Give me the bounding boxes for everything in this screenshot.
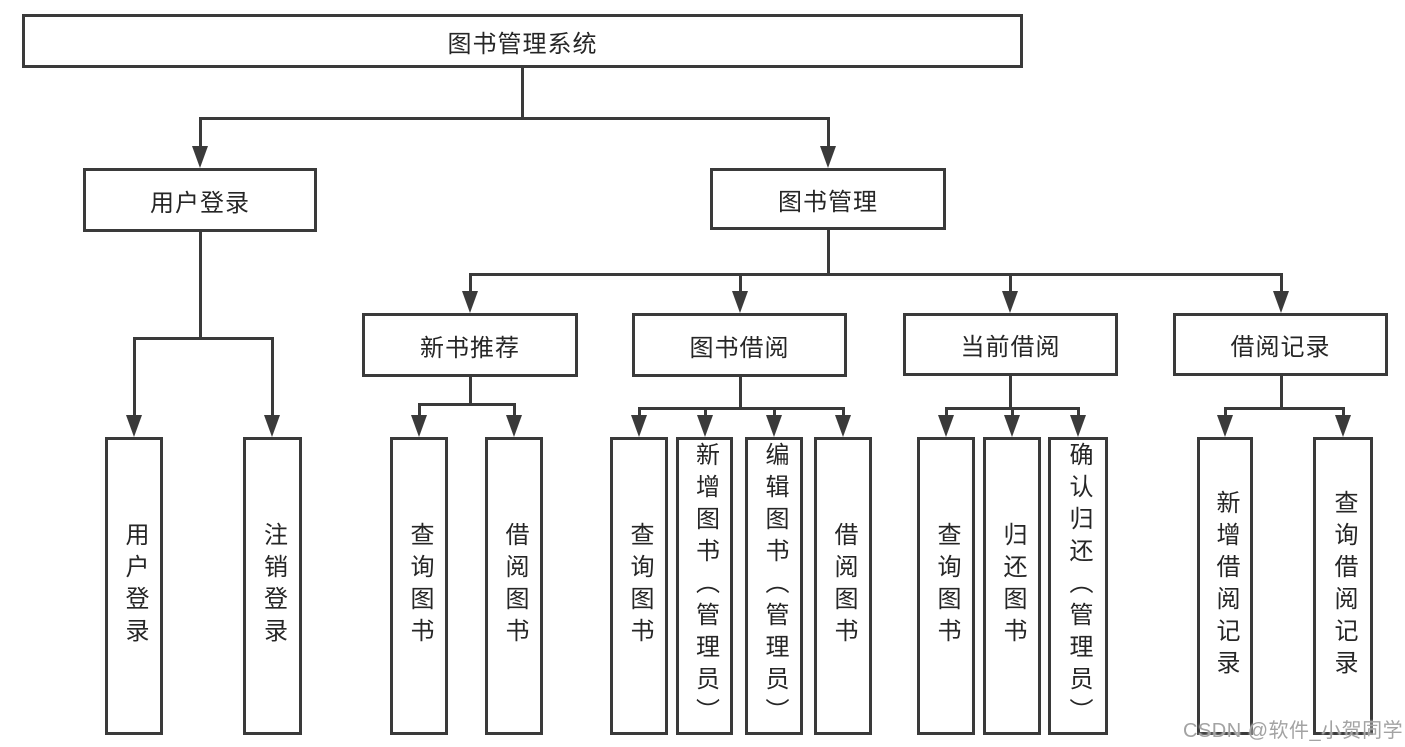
connector-line bbox=[1009, 376, 1012, 409]
leaf-logout: 注销登录 bbox=[243, 437, 302, 735]
arrow-down-icon bbox=[1217, 415, 1233, 437]
node-borrowing-records: 借阅记录 bbox=[1173, 313, 1388, 376]
arrow-down-icon bbox=[1335, 415, 1351, 437]
leaf-borrowing-edit-book-admin: 编辑图书（管理员） bbox=[745, 437, 803, 735]
connector-line bbox=[945, 407, 948, 416]
connector-line bbox=[1342, 407, 1345, 416]
connector-line bbox=[469, 377, 472, 405]
node-new-book-recommend: 新书推荐 bbox=[362, 313, 578, 377]
connector-line bbox=[199, 117, 202, 147]
arrow-down-icon bbox=[766, 415, 782, 437]
arrow-down-icon bbox=[192, 146, 208, 168]
leaf-newbook-borrow-book: 借阅图书 bbox=[485, 437, 543, 735]
leaf-user-login: 用户登录 bbox=[105, 437, 163, 735]
arrow-down-icon bbox=[1004, 415, 1020, 437]
connector-line bbox=[271, 337, 274, 416]
connector-line bbox=[827, 117, 830, 147]
connector-line bbox=[1280, 273, 1283, 292]
leaf-borrowing-borrow-book: 借阅图书 bbox=[814, 437, 872, 735]
connector-line bbox=[199, 232, 202, 340]
leaf-borrowing-query-book: 查询图书 bbox=[610, 437, 668, 735]
leaf-current-confirm-return-admin: 确认归还（管理员） bbox=[1048, 437, 1108, 735]
connector-line bbox=[704, 407, 707, 416]
arrow-down-icon bbox=[938, 415, 954, 437]
connector-line bbox=[842, 407, 845, 416]
node-book-borrowing: 图书借阅 bbox=[632, 313, 847, 377]
connector-line bbox=[133, 337, 273, 340]
arrow-down-icon bbox=[631, 415, 647, 437]
leaf-current-return-book: 归还图书 bbox=[983, 437, 1041, 735]
arrow-down-icon bbox=[820, 146, 836, 168]
leaf-records-query-record: 查询借阅记录 bbox=[1313, 437, 1373, 735]
node-user-login: 用户登录 bbox=[83, 168, 317, 232]
connector-line bbox=[1280, 376, 1283, 409]
leaf-records-add-record: 新增借阅记录 bbox=[1197, 437, 1253, 735]
connector-line bbox=[739, 377, 742, 409]
arrow-down-icon bbox=[835, 415, 851, 437]
connector-line bbox=[418, 403, 515, 406]
connector-line bbox=[638, 407, 844, 410]
connector-line bbox=[133, 337, 136, 416]
arrow-down-icon bbox=[264, 415, 280, 437]
arrow-down-icon bbox=[126, 415, 142, 437]
connector-line bbox=[1011, 407, 1014, 416]
node-book-management: 图书管理 bbox=[710, 168, 946, 230]
leaf-borrowing-add-book-admin: 新增图书（管理员） bbox=[676, 437, 733, 735]
arrow-down-icon bbox=[1002, 291, 1018, 313]
connector-line bbox=[1224, 407, 1344, 410]
connector-line bbox=[1224, 407, 1227, 416]
connector-line bbox=[469, 273, 1282, 276]
connector-line bbox=[513, 403, 516, 416]
connector-line bbox=[521, 68, 524, 120]
connector-line bbox=[469, 273, 472, 292]
arrow-down-icon bbox=[697, 415, 713, 437]
watermark: CSDN @软件_小贺同学 bbox=[1183, 720, 1404, 742]
arrow-down-icon bbox=[506, 415, 522, 437]
connector-line bbox=[739, 273, 742, 292]
connector-line bbox=[1077, 407, 1080, 416]
connector-line bbox=[418, 403, 421, 416]
arrow-down-icon bbox=[411, 415, 427, 437]
connector-line bbox=[773, 407, 776, 416]
leaf-current-query-book: 查询图书 bbox=[917, 437, 975, 735]
arrow-down-icon bbox=[1273, 291, 1289, 313]
node-current-borrowing: 当前借阅 bbox=[903, 313, 1118, 376]
connector-line bbox=[827, 230, 830, 276]
connector-line bbox=[638, 407, 641, 416]
connector-line bbox=[1009, 273, 1012, 292]
arrow-down-icon bbox=[732, 291, 748, 313]
arrow-down-icon bbox=[462, 291, 478, 313]
connector-line bbox=[199, 117, 829, 120]
arrow-down-icon bbox=[1070, 415, 1086, 437]
leaf-newbook-query-book: 查询图书 bbox=[390, 437, 448, 735]
node-root: 图书管理系统 bbox=[22, 14, 1023, 68]
